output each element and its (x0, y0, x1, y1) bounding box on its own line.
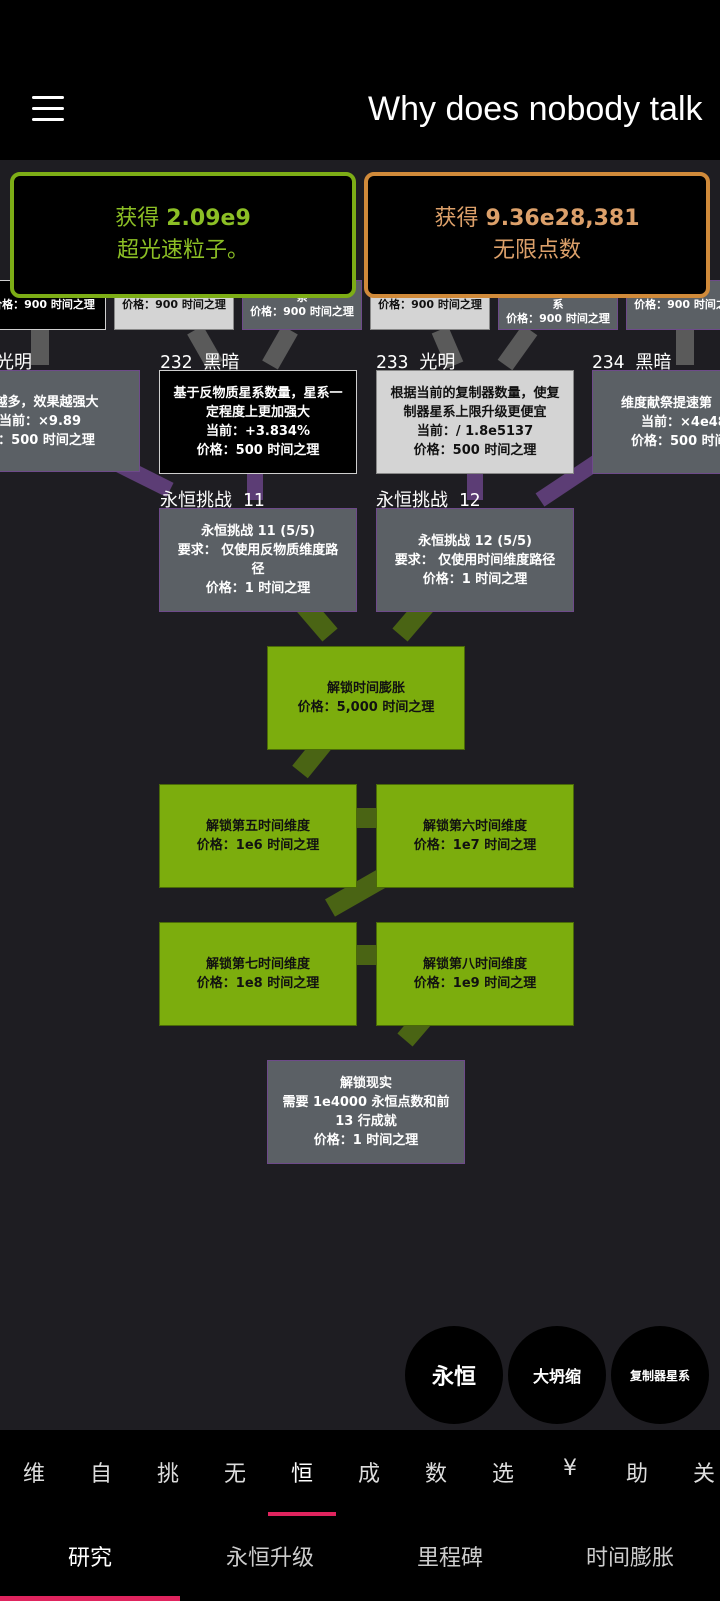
replicanti-galaxy-button[interactable]: 复制器星系 (611, 1326, 709, 1424)
time-study-233[interactable]: 根据当前的复制器数量，使复 制器星系上限升级更便宜 当前：/ 1.8e5137 … (376, 370, 574, 474)
page-title: Why does nobody talk (368, 90, 703, 128)
status-bar (0, 0, 720, 62)
active-tab-indicator (268, 1512, 336, 1516)
tab-infinity[interactable]: 无 (223, 1462, 246, 1487)
study-label-232: 232 黑暗 (160, 352, 240, 373)
eternity-subtab-bar: 研究 永恒升级 里程碑 时间膨胀 (0, 1518, 720, 1601)
tab-dimensions[interactable]: 维 (22, 1462, 45, 1487)
tab-eternity[interactable]: 恒 (290, 1462, 313, 1487)
connector-line (262, 325, 298, 370)
unlock-td5-study[interactable]: 解锁第五时间维度 价格：1e6 时间之理 (159, 784, 357, 888)
study-label-234: 234 黑暗 (592, 352, 672, 373)
gain-prefix: 获得 (434, 206, 479, 231)
study-label-233: 233 光明 (376, 352, 456, 373)
eternity-challenge-12-study[interactable]: 永恒挑战 12 (5/5) 要求： 仅使用时间维度路径 价格：1 时间之理 (376, 508, 574, 612)
unlock-td6-study[interactable]: 解锁第六时间维度 价格：1e7 时间之理 (376, 784, 574, 888)
tab-help[interactable]: 助 (625, 1462, 648, 1487)
infinity-points-gain-banner[interactable]: 获得 9.36e28,381 无限点数 (364, 172, 710, 298)
unlock-reality-study[interactable]: 解锁现实 需要 1e4000 永恒点数和前 13 行成就 价格：1 时间之理 (267, 1060, 465, 1164)
active-subtab-indicator (0, 1596, 180, 1601)
tab-options[interactable]: 选 (491, 1462, 514, 1487)
subtab-time-studies[interactable]: 研究 (67, 1546, 112, 1571)
challenge-label-11: 永恒挑战 11 (160, 490, 265, 511)
main-tab-bar: 维 自 挑 无 恒 成 数 选 ¥ 助 关 (0, 1430, 720, 1518)
tab-statistics[interactable]: 数 (424, 1462, 447, 1487)
big-crunch-button[interactable]: 大坍缩 (508, 1326, 606, 1424)
tab-shop[interactable]: ¥ (563, 1456, 577, 1481)
time-study-tree[interactable]: 价格：900 时间之理 价格：900 时间之理 系 价格：900 时间之理 价格… (0, 160, 720, 1430)
eternity-challenge-11-study[interactable]: 永恒挑战 11 (5/5) 要求： 仅使用反物质维度路 径 价格：1 时间之理 (159, 508, 357, 612)
subtab-time-dilation[interactable]: 时间膨胀 (585, 1546, 674, 1571)
unlock-td8-study[interactable]: 解锁第八时间维度 价格：1e9 时间之理 (376, 922, 574, 1026)
tachyon-gain-banner[interactable]: 获得 2.09e9 超光速粒子。 (10, 172, 356, 298)
infinity-points-amount: 9.36e28,381 (485, 206, 640, 231)
tab-automation[interactable]: 自 (89, 1462, 112, 1487)
time-study-234[interactable]: 维度献祭提速第 当前：×4e48 价格：500 时间 (592, 370, 720, 474)
tachyon-amount: 2.09e9 (166, 206, 251, 231)
infinity-points-unit: 无限点数 (492, 238, 581, 263)
unlock-time-dilation-study[interactable]: 解锁时间膨胀 价格：5,000 时间之理 (267, 646, 465, 750)
tab-about[interactable]: 关 (692, 1462, 715, 1487)
unlock-td7-study[interactable]: 解锁第七时间维度 价格：1e8 时间之理 (159, 922, 357, 1026)
study-label-231: 光明 (0, 352, 32, 373)
eternity-button[interactable]: 永恒 (405, 1326, 503, 1424)
connector-line (431, 326, 464, 369)
tab-achievements[interactable]: 成 (357, 1462, 380, 1487)
tab-challenges[interactable]: 挑 (156, 1462, 179, 1487)
time-study-231[interactable]: 升越多，效果越强大 当前：×9.89 格：500 时间之理 (0, 370, 140, 472)
hamburger-menu-icon[interactable] (28, 92, 68, 126)
gain-prefix: 获得 (115, 206, 160, 231)
subtab-milestones[interactable]: 里程碑 (416, 1546, 483, 1571)
subtab-eternity-upgrades[interactable]: 永恒升级 (225, 1546, 314, 1571)
connector-line (497, 324, 538, 371)
time-study-232[interactable]: 基于反物质星系数量，星系一 定程度上更加强大 当前：+3.834% 价格：500… (159, 370, 357, 474)
challenge-label-12: 永恒挑战 12 (376, 490, 481, 511)
connector-line (187, 325, 223, 370)
tachyon-unit: 超光速粒子。 (116, 238, 249, 263)
top-app-bar: Why does nobody talk (0, 62, 720, 160)
connector-line (535, 453, 605, 507)
